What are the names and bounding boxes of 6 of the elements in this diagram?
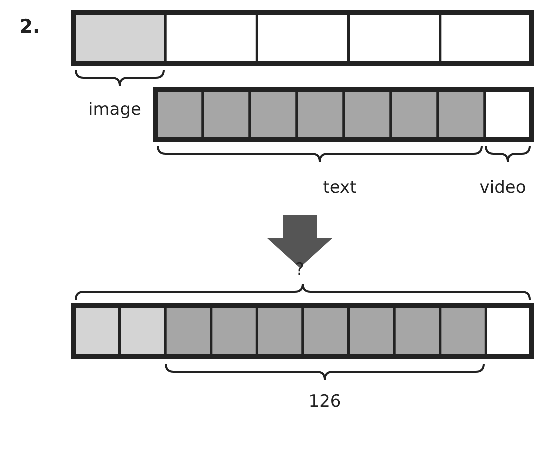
bar-label: image — [88, 100, 142, 120]
bar-label: text — [323, 178, 357, 198]
item-number: 2. — [20, 16, 40, 38]
bar-label: ? — [295, 260, 305, 280]
bar-label: 126 — [308, 392, 342, 412]
bar-label: video — [480, 178, 526, 198]
